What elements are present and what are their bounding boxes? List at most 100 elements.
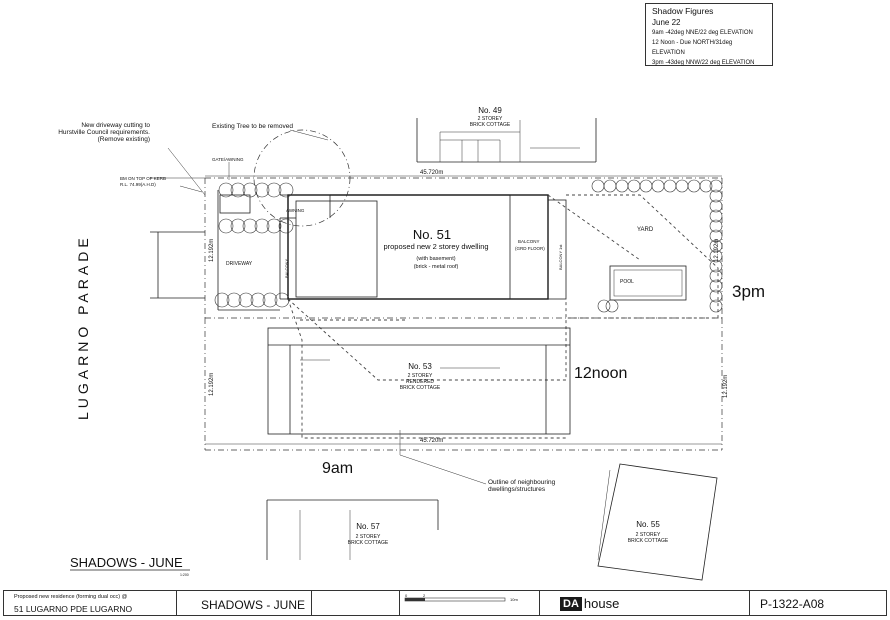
label-balcony-floor: BALCONY — [518, 239, 540, 244]
lot-57-title: No. 57 — [356, 522, 380, 531]
side-dimension-1: 12.192m — [714, 239, 720, 262]
tree-circle — [605, 299, 619, 313]
legend-line-12noon: 12 Noon - Due NORTH/31deg ELEVATION — [652, 40, 733, 56]
side-dimension-2: 12.192m — [209, 373, 215, 396]
pool-inner — [613, 269, 683, 297]
lot-51-sub: proposed new 2 storey dwelling — [383, 242, 488, 251]
shadow-outline-12noon — [287, 298, 567, 381]
building-no-57 — [266, 499, 439, 560]
tree-circle — [709, 179, 723, 193]
lot-51-title: No. 51 — [413, 227, 451, 242]
tree-plantings — [214, 179, 723, 313]
time-9am: 9am — [322, 460, 353, 477]
lot-55-sub: 2 STOREY — [636, 532, 661, 538]
tree-circle — [597, 299, 611, 313]
note-outline-1: Outline of neighbouring — [488, 479, 556, 486]
building-no-55 — [597, 463, 718, 581]
note-kerb-2: R.L. 74.99(A.H.D) — [120, 182, 156, 187]
tree-circle — [675, 179, 689, 193]
title-block-scale: 0 2 10m — [400, 591, 540, 615]
tree-circle — [250, 292, 266, 308]
lot-51-sub2: (with basement) — [416, 256, 455, 262]
legend-line-3pm: 3pm -43deg NNW/22 deg ELEVATION — [652, 60, 755, 66]
scale-bar: 0 2 10m — [404, 593, 518, 602]
street-name: LUGARNO PARADE — [75, 234, 91, 420]
tree-circle — [651, 179, 665, 193]
tree-circle — [274, 292, 290, 308]
tree-circle — [230, 218, 246, 234]
lot-49-sub2: BRICK COTTAGE — [470, 122, 511, 128]
shadow-figures-legend: Shadow Figures June 22 9am -42deg NNE/22… — [645, 3, 773, 66]
logo-da: DA — [560, 596, 582, 611]
tree-circle — [262, 292, 278, 308]
drawing-title: SHADOWS - JUNE — [70, 555, 183, 570]
shadow-outline-3pm — [547, 194, 719, 319]
tree-circle — [699, 179, 713, 193]
tree-circle — [709, 299, 723, 313]
legend-title: Shadow Figures — [652, 6, 714, 16]
tree-circle — [214, 292, 230, 308]
building-no-49 — [416, 118, 597, 163]
title-block-notes — [312, 591, 400, 615]
title-block-logo: DA house — [540, 591, 750, 615]
sheet-title: SHADOWS - JUNE — [201, 598, 306, 612]
lot-width-top: 45.720m — [420, 170, 443, 176]
leader-kerb — [179, 185, 203, 193]
building-no-53 — [267, 327, 571, 435]
note-outline-2: dwellings/structures — [488, 486, 546, 493]
tree-circle — [238, 292, 254, 308]
lot-55-sub2: BRICK COTTAGE — [628, 538, 669, 544]
tree-circle — [709, 199, 723, 213]
label-awning: AWNING — [286, 208, 305, 213]
lot-49-title: No. 49 — [478, 106, 502, 115]
pool-outline — [609, 265, 687, 301]
tree-circle — [266, 182, 282, 198]
tree-circle — [242, 182, 258, 198]
label-pool: POOL — [620, 279, 634, 285]
project-description: Proposed new residence (forming dual occ… — [14, 594, 128, 600]
scale-tick-10m: 10m — [510, 597, 518, 602]
drawing-number: P-1322-A08 — [760, 597, 825, 611]
tree-circle — [709, 249, 723, 263]
tree-circle — [709, 209, 723, 223]
tree-circle — [218, 218, 234, 234]
lot-55-title: No. 55 — [636, 520, 660, 529]
tree-circle — [709, 269, 723, 283]
tree-circle — [218, 182, 234, 198]
shadow-outline-9am — [287, 298, 566, 439]
legend-date: June 22 — [652, 18, 681, 27]
lot-53-boundary — [204, 318, 723, 451]
title-block-sheet: SHADOWS - JUNE — [177, 591, 312, 615]
tree-circle — [639, 179, 653, 193]
tree-circle — [230, 182, 246, 198]
scale-tick-2: 2 — [423, 593, 426, 598]
tree-circle — [242, 218, 258, 234]
tree-circle — [226, 292, 242, 308]
logo-house: house — [583, 596, 620, 611]
tree-circle — [709, 219, 723, 233]
tree-circle — [627, 179, 641, 193]
note-driveway-2: Hurstville Council requirements. — [58, 129, 150, 136]
leader-tree — [289, 129, 329, 141]
title-block: Proposed new residence (forming dual occ… — [3, 590, 887, 616]
side-dimension-3: 12.192m — [723, 375, 729, 398]
tree-circle — [254, 182, 270, 198]
note-driveway-3: (Remove existing) — [98, 136, 150, 143]
time-12noon: 12noon — [574, 365, 627, 382]
tree-circle — [709, 259, 723, 273]
time-3pm: 3pm — [732, 282, 765, 301]
label-balcony-floor-sub: (GRD FLOOR) — [515, 246, 545, 251]
lot-53-title: No. 53 — [408, 362, 432, 371]
label-balcony-ground: BALCONY — [284, 259, 289, 278]
label-yard: YARD — [637, 227, 654, 233]
legend-line-9am: 9am -42deg NNE/22 deg ELEVATION — [652, 30, 753, 36]
lot-49-sub: 2 STOREY — [478, 116, 503, 122]
scale-tick-0: 0 — [405, 593, 408, 598]
frontage-dimension: 12.192m — [209, 239, 215, 262]
lot-width-bottom: 45.720m — [420, 438, 443, 444]
drawing-scale: 1:200 — [180, 573, 189, 577]
lot-53-sub3: BRICK COTTAGE — [400, 385, 441, 391]
existing-tree-canopy — [253, 129, 351, 227]
leader-driveway — [167, 147, 206, 196]
tree-circle — [663, 179, 677, 193]
